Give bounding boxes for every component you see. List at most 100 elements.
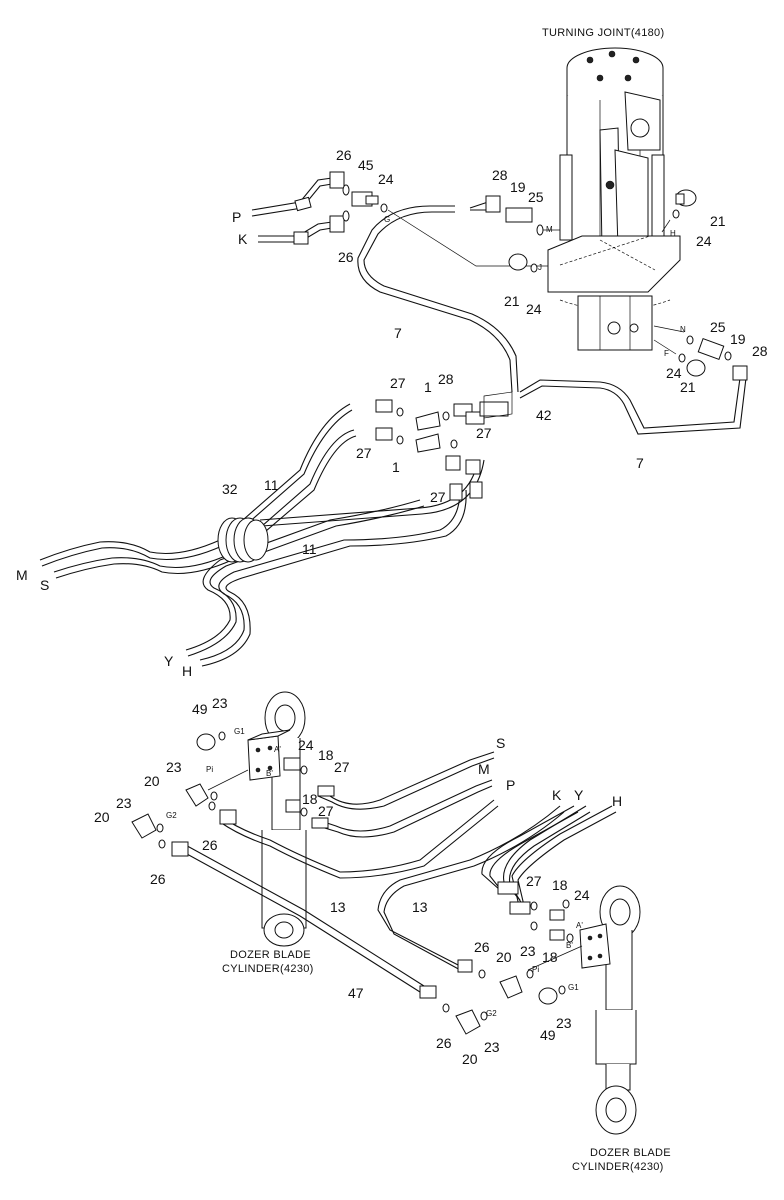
part-number: 32	[222, 481, 238, 497]
part-number: 26	[338, 249, 354, 265]
part-number: 47	[348, 985, 364, 1001]
line-label-s-right: S	[496, 735, 505, 751]
port-label: M	[546, 225, 553, 234]
dozer-right-title-2: CYLINDER(4230)	[572, 1161, 664, 1173]
port-label: A'	[274, 745, 281, 754]
part-number: 18	[552, 877, 568, 893]
line-label-m-left: M	[16, 567, 28, 583]
part-number: 23	[484, 1039, 500, 1055]
part-number: 24	[696, 233, 712, 249]
part-number: 18	[302, 791, 318, 807]
line-label-y-left: Y	[164, 653, 174, 669]
part-number: 24	[526, 301, 542, 317]
part-number: 25	[710, 319, 726, 335]
part-number: 27	[390, 375, 406, 391]
port-label: H	[670, 229, 676, 238]
line-label-h-right: H	[612, 793, 622, 809]
part-number: 23	[166, 759, 182, 775]
part-number: 27	[526, 873, 542, 889]
part-numbers: 26 45 24 26 28 19 25 21 24 21 24 7 25 19…	[94, 147, 768, 1067]
line-label-y-right: Y	[574, 787, 584, 803]
part-number: 49	[192, 701, 208, 717]
line-label-k-right: K	[552, 787, 562, 803]
part-number: 25	[528, 189, 544, 205]
part-number: 23	[116, 795, 132, 811]
part-number: 24	[378, 171, 394, 187]
dozer-cylinder-left: DOZER BLADE CYLINDER(4230)	[131, 691, 499, 999]
part-number: 1	[424, 379, 432, 395]
part-number: 26	[336, 147, 352, 163]
line-label-h-left: H	[182, 663, 192, 679]
port-label: J	[538, 263, 542, 272]
part-number: 24	[298, 737, 314, 753]
part-number: 19	[730, 331, 746, 347]
part-number: 7	[636, 455, 644, 471]
dozer-left-title-1: DOZER BLADE	[230, 949, 311, 961]
part-number: 11	[302, 541, 317, 557]
line-label-k-top: K	[238, 231, 248, 247]
port-label: G1	[568, 983, 579, 992]
part-number: 21	[710, 213, 726, 229]
inlet-hoses-pk	[251, 171, 548, 267]
part-number: 18	[542, 949, 558, 965]
turning-joint: TURNING JOINT(4180)	[542, 27, 681, 351]
part-number: 42	[536, 407, 552, 423]
part-number: 27	[476, 425, 492, 441]
part-number: 11	[264, 477, 279, 493]
line-label-p-top: P	[232, 209, 241, 225]
part-number: 19	[510, 179, 526, 195]
part-number: 7	[394, 325, 402, 341]
part-number: 24	[666, 365, 682, 381]
part-number: 27	[356, 445, 372, 461]
part-number: 27	[318, 803, 334, 819]
line-label-s-left: S	[40, 577, 49, 593]
part-number: 27	[430, 489, 446, 505]
part-number: 20	[94, 809, 110, 825]
hose-bundle	[39, 391, 513, 667]
part-number: 20	[462, 1051, 478, 1067]
port-label: F	[664, 349, 669, 358]
dozer-right-title-1: DOZER BLADE	[590, 1147, 671, 1159]
part-number: 26	[474, 939, 490, 955]
line-labels: P K M S Y H S M P K Y H	[16, 209, 622, 809]
part-number: 26	[436, 1035, 452, 1051]
line-label-m-right: M	[478, 761, 490, 777]
part-number: 23	[212, 695, 228, 711]
part-number: 28	[492, 167, 508, 183]
part-number: 18	[318, 747, 334, 763]
port-labels: G M H J N F G1 A' B' Pi G2 A' B' Pi G1 G…	[166, 215, 686, 1018]
part-number: 20	[144, 773, 160, 789]
part-number: 21	[680, 379, 696, 395]
part-number: 45	[358, 157, 374, 173]
part-number: 49	[540, 1027, 556, 1043]
port-label: G2	[166, 811, 177, 820]
part-number: 26	[150, 871, 166, 887]
port-label: Pi	[532, 965, 539, 974]
port-label: N	[680, 325, 686, 334]
joint-fittings-right	[508, 189, 732, 377]
part-number: 24	[574, 887, 590, 903]
port-label: Pi	[206, 765, 213, 774]
line-label-p-right: P	[506, 777, 515, 793]
dozer-cylinder-right: DOZER BLADE CYLINDER(4230)	[442, 885, 671, 1173]
port-label: B'	[566, 941, 573, 950]
hose-13-right	[377, 805, 617, 973]
part-number: 28	[752, 343, 768, 359]
part-number: 23	[520, 943, 536, 959]
port-label: G1	[234, 727, 245, 736]
hose-7	[357, 195, 748, 435]
port-label: A'	[576, 921, 583, 930]
part-number: 13	[412, 899, 428, 915]
part-number: 28	[438, 371, 454, 387]
part-number: 20	[496, 949, 512, 965]
part-number: 21	[504, 293, 520, 309]
part-number: 27	[334, 759, 350, 775]
part-number: 26	[202, 837, 218, 853]
port-label: G2	[486, 1009, 497, 1018]
port-label: B'	[266, 769, 273, 778]
port-label: G	[384, 215, 390, 224]
part-number: 13	[330, 899, 346, 915]
turning-joint-title: TURNING JOINT(4180)	[542, 27, 664, 39]
dozer-left-title-2: CYLINDER(4230)	[222, 963, 314, 975]
